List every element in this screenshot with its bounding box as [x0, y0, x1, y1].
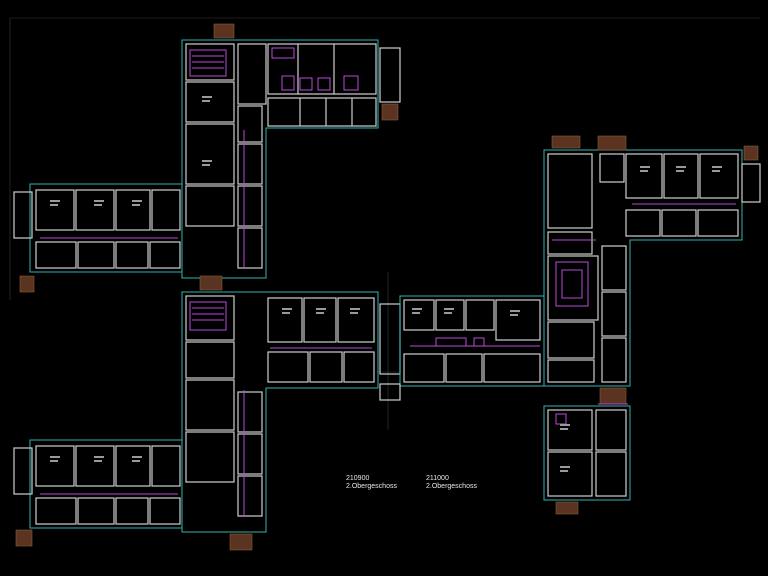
furniture-right	[410, 203, 736, 425]
room-tag-marks	[50, 96, 722, 472]
building-label-right: 211000 2.Obergeschoss	[426, 475, 477, 491]
floor-name: 2.Obergeschoss	[426, 483, 477, 490]
stair-cores-left	[15, 23, 399, 551]
building-code: 210900	[346, 475, 370, 482]
wing-right-outline	[399, 149, 743, 501]
wing-left-walls	[13, 43, 401, 525]
building-code: 211000	[426, 475, 449, 482]
furniture-left	[40, 47, 372, 516]
wing-right-walls	[379, 153, 761, 497]
building-label-left: 210900 2.Obergeschoss	[346, 475, 397, 491]
floor-name: 2.Obergeschoss	[346, 483, 397, 490]
wing-left-outline	[29, 39, 379, 533]
sheet-frame	[9, 17, 760, 430]
stair-cores-right	[551, 135, 759, 515]
